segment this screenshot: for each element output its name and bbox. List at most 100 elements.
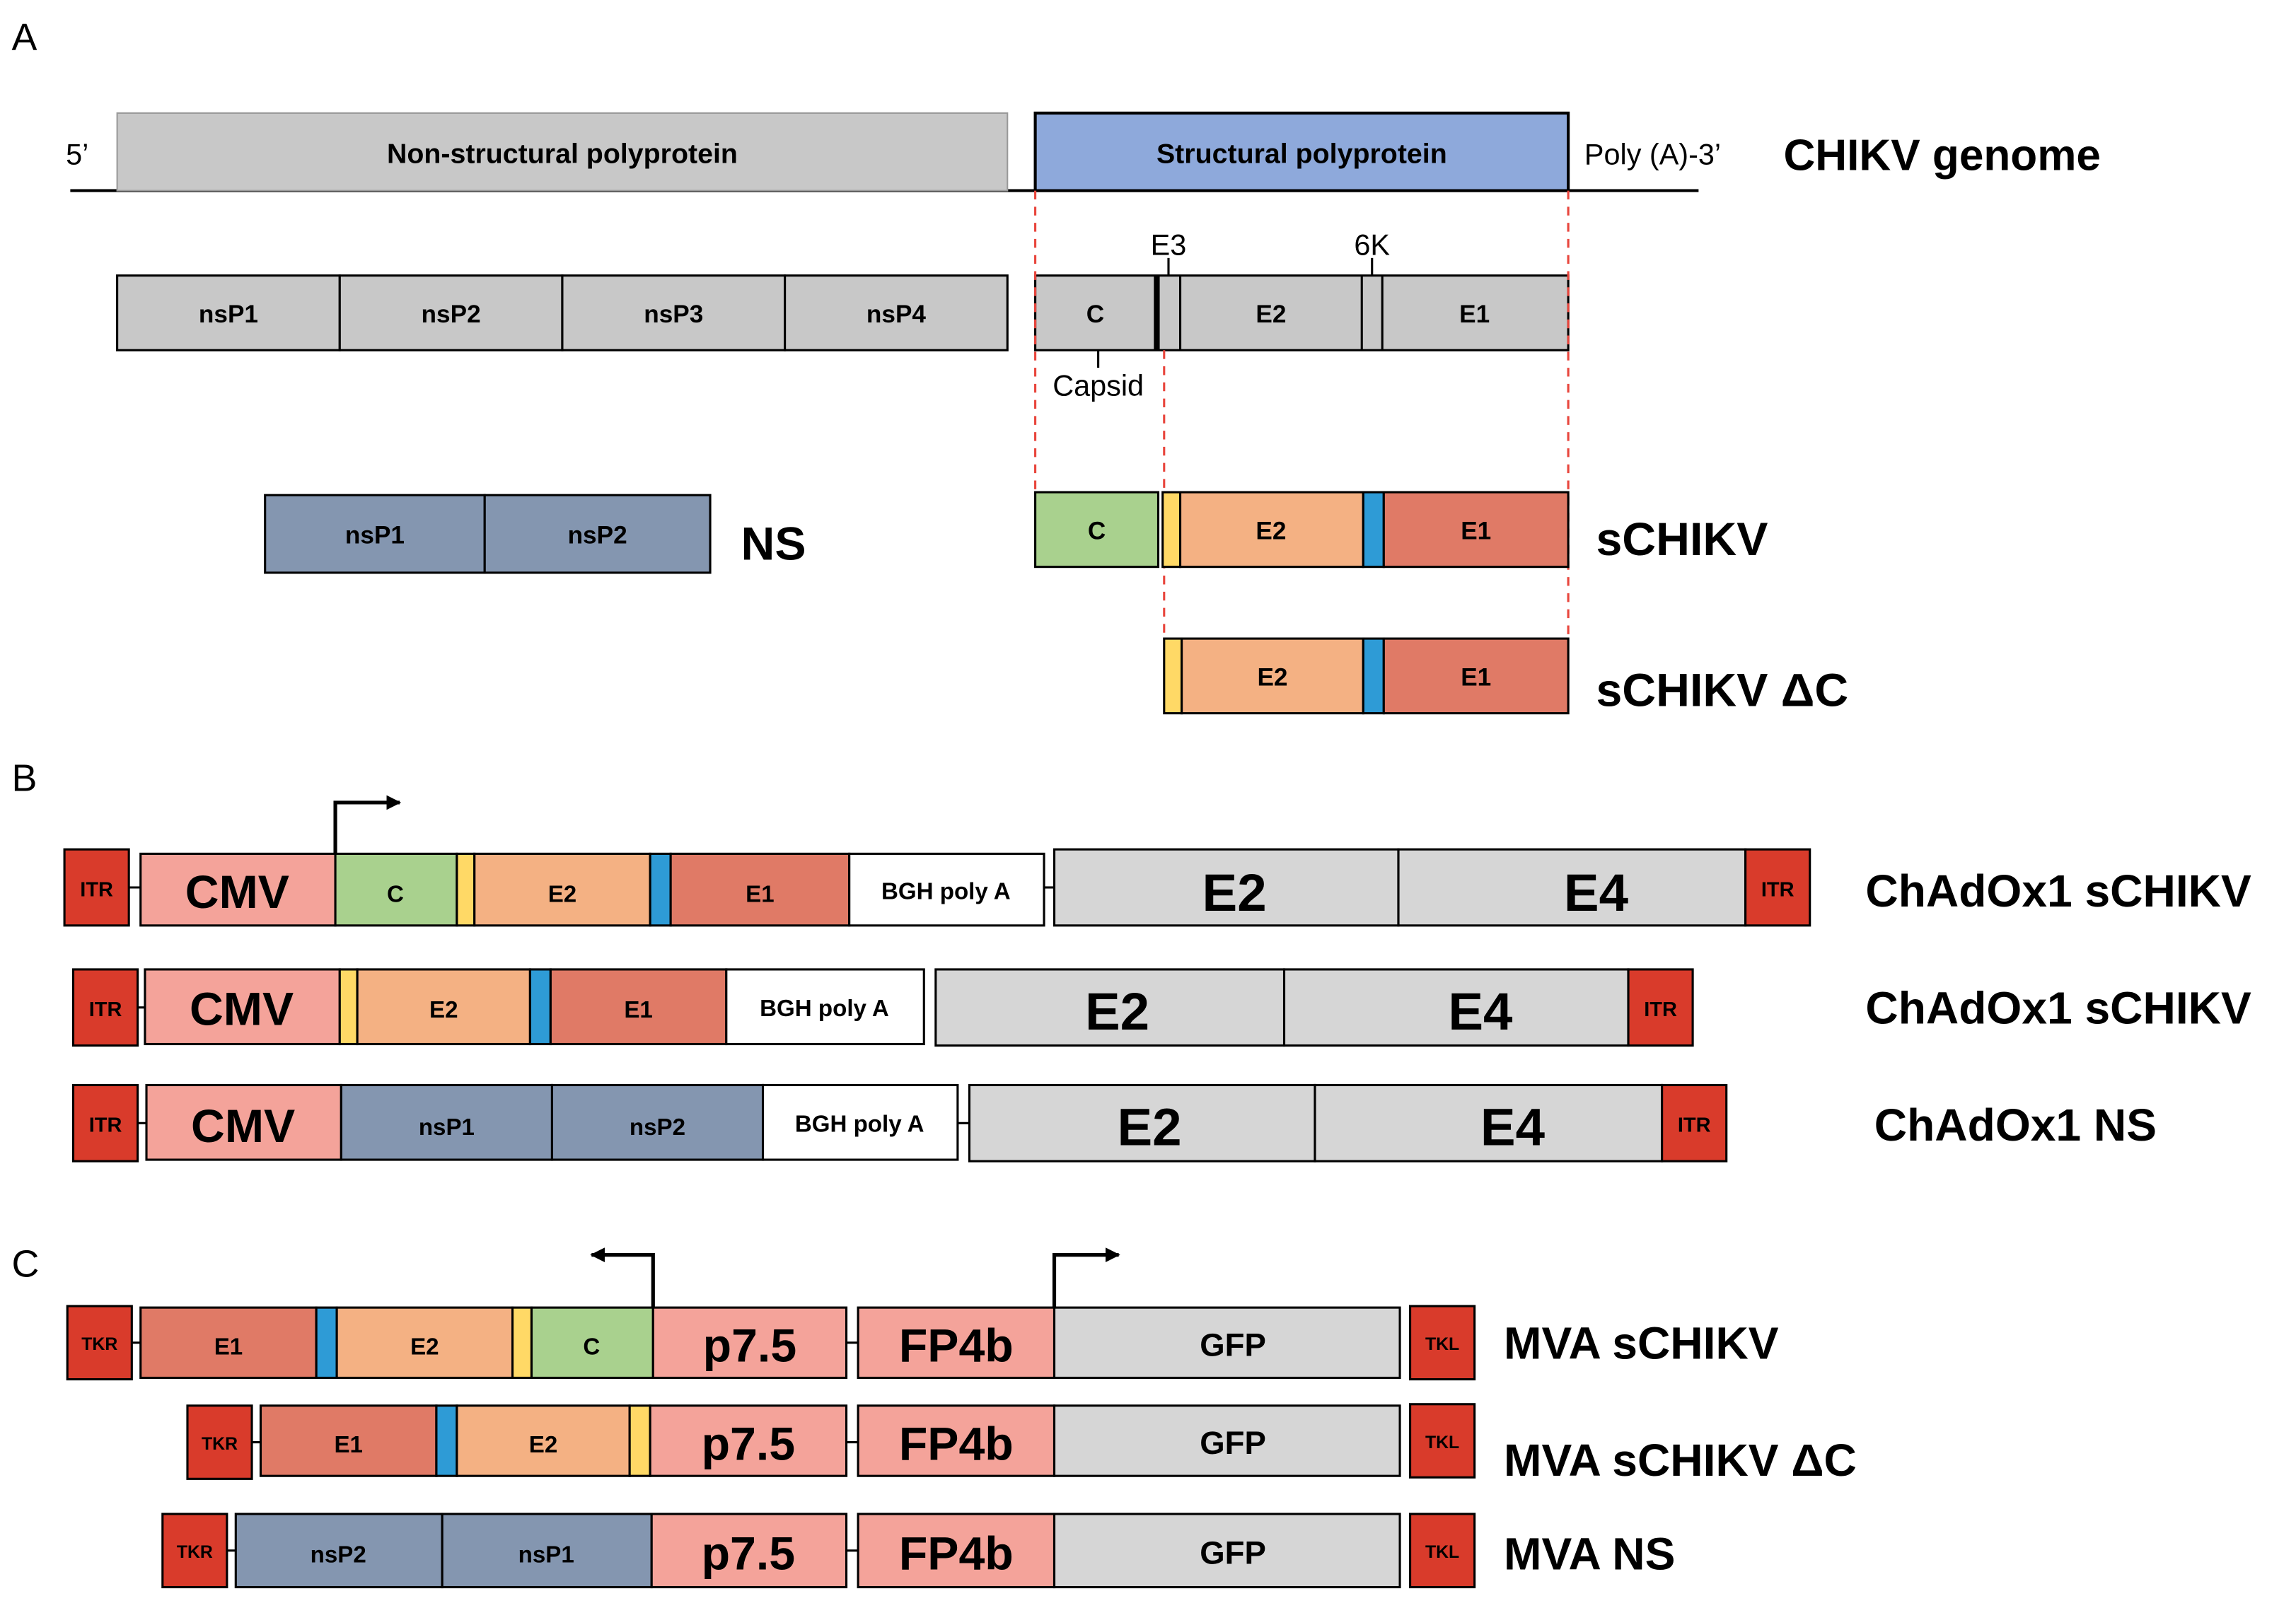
ns-construct-nsp2-label: nsP2 <box>568 522 627 549</box>
tkr-label: TKR <box>202 1435 238 1454</box>
nonstructural-polyprotein-label: Non-structural polyprotein <box>387 138 738 169</box>
tkr-label: TKR <box>177 1543 213 1562</box>
itr-left-box <box>71 968 139 1047</box>
panel-a: A 5’ Non-structural polyprotein Structur… <box>12 16 2101 716</box>
panel-c-label: C <box>12 1243 40 1286</box>
schikv-dc-e2-label: E2 <box>1257 663 1287 691</box>
c-label: C <box>387 882 404 908</box>
panel-a-label: A <box>12 16 37 59</box>
itr-left-label: ITR <box>80 878 113 901</box>
nsp1-label: nsP1 <box>199 301 258 328</box>
ns-construct-nsp1-label: nsP1 <box>345 522 405 549</box>
chadox1-ns-construct: ITR CMV nsP1 nsP2 BGH poly A E2 E4 ITR C… <box>71 1083 2157 1163</box>
p75-promoter-label: p7.5 <box>702 1528 796 1580</box>
e1-antigen-label: E1 <box>214 1334 243 1360</box>
tkl-label: TKL <box>1425 1335 1459 1354</box>
itr-left-box <box>71 1083 139 1163</box>
ns-construct-name: NS <box>741 518 806 570</box>
chadox1-schikv-construct: ITR CMV C E2 E1 BGH poly A E2 E4 ITR ChA… <box>63 795 2251 927</box>
e2-antigen-label: E2 <box>529 1432 558 1458</box>
nsp1-antigen-label: nsP1 <box>419 1114 475 1141</box>
gfp-label: GFP <box>1200 1425 1266 1461</box>
e1-antigen-box <box>139 1306 318 1380</box>
five-prime-label: 5’ <box>66 138 88 170</box>
e2-antigen-box <box>473 852 651 927</box>
mva-schikv-dc-construct: TKR E1 E2 p7.5 FP4b GFP TKL MVA sCHIKV Δ… <box>186 1403 1857 1486</box>
bgh-polya-box <box>725 968 925 1046</box>
tkl-box <box>1409 1403 1476 1479</box>
tkl-box <box>1409 1305 1476 1381</box>
nsp2-antigen-box <box>550 1083 765 1161</box>
mva-schikv-construct: TKR E1 E2 C p7.5 FP4b GFP TKL MVA sCHIKV <box>66 1247 1779 1381</box>
schikv-dc-name: sCHIKV ΔC <box>1596 664 1848 716</box>
tkl-label: TKL <box>1425 1433 1459 1452</box>
e3-box <box>628 1404 651 1477</box>
p75-promoter-arrow <box>590 1247 655 1308</box>
adenovirus-e2-label: E2 <box>1085 982 1149 1041</box>
tkr-box <box>161 1513 228 1589</box>
panel-b-label: B <box>12 757 37 799</box>
p75-promoter-label: p7.5 <box>702 1418 796 1470</box>
nonstructural-polyprotein-box <box>116 112 1009 192</box>
bgh-polya-label: BGH poly A <box>795 1112 924 1138</box>
c-label: C <box>583 1334 600 1360</box>
e2-antigen-label: E2 <box>410 1334 439 1360</box>
6k-box <box>435 1404 458 1477</box>
structural-row-box <box>1034 274 1570 351</box>
adenovirus-e2-box <box>968 1083 1316 1163</box>
bgh-polya-label: BGH poly A <box>760 996 889 1022</box>
p75-promoter-label: p7.5 <box>703 1320 797 1373</box>
e2-antigen-box <box>335 1306 514 1380</box>
6k-box <box>315 1306 338 1380</box>
schikv-dc-e3-box <box>1163 637 1183 715</box>
gfp-box <box>1053 1306 1401 1380</box>
fp4b-promoter-label: FP4b <box>899 1418 1014 1470</box>
construct-name: ChAdOx1 sCHIKV <box>1865 866 2251 916</box>
itr-right-label: ITR <box>1761 878 1795 901</box>
fp4b-promoter-label: FP4b <box>899 1320 1014 1373</box>
c-box <box>334 852 458 927</box>
e1-antigen-label: E1 <box>624 997 653 1023</box>
cmv-promoter-box <box>139 852 337 927</box>
tkl-label: TKL <box>1425 1543 1459 1562</box>
bgh-polya-label: BGH poly A <box>881 879 1011 905</box>
itr-right-box <box>1627 968 1694 1047</box>
fp4b-promoter-box <box>857 1513 1056 1589</box>
panel-b: B ITR CMV C E2 E1 BGH poly A E2 E4 ITR <box>12 757 2251 1163</box>
bgh-polya-box <box>848 852 1045 927</box>
p75-promoter-box <box>649 1404 848 1477</box>
itr-right-label: ITR <box>1678 1114 1711 1137</box>
chadox1-schikv-dc-construct: ITR CMV E2 E1 BGH poly A E2 E4 ITR ChAdO… <box>71 968 2251 1047</box>
nsp1-box <box>116 274 341 351</box>
gfp-box <box>1053 1513 1401 1589</box>
itr-right-label: ITR <box>1644 998 1677 1021</box>
nsp2-antigen-label: nsP2 <box>630 1114 685 1141</box>
construct-name: MVA sCHIKV <box>1504 1318 1779 1369</box>
mva-ns-construct: TKR nsP2 nsP1 p7.5 FP4b GFP TKL MVA NS <box>161 1513 1675 1589</box>
adenovirus-e2-label: E2 <box>1202 863 1267 922</box>
e2-antigen-label: E2 <box>548 882 577 908</box>
construct-name: ChAdOx1 NS <box>1874 1100 2157 1150</box>
capsid-c-label: C <box>1086 301 1104 328</box>
schikv-dc-e2-box <box>1181 637 1364 715</box>
structural-polyprotein-box <box>1033 111 1570 192</box>
e1-label: E1 <box>1459 301 1490 328</box>
tkr-box <box>186 1404 253 1480</box>
schikv-c-box <box>1034 491 1160 569</box>
construct-name: MVA sCHIKV ΔC <box>1504 1435 1857 1486</box>
c-box <box>530 1306 654 1380</box>
ns-construct-nsp2 <box>483 494 712 574</box>
e2-label: E2 <box>1256 301 1286 328</box>
adenovirus-e4-box <box>1282 968 1630 1047</box>
fp4b-promoter-arrow <box>1052 1247 1120 1308</box>
e2-antigen-box <box>456 1404 631 1477</box>
itr-right-box <box>1661 1083 1728 1163</box>
tkr-label: TKR <box>81 1335 117 1354</box>
promoter-arrow <box>333 795 402 854</box>
adenovirus-e4-label: E4 <box>1448 982 1513 1041</box>
nsp2-antigen-label: nsP2 <box>311 1542 366 1568</box>
e1-antigen-box <box>669 852 851 927</box>
e1-antigen-label: E1 <box>746 882 775 908</box>
nsp1-antigen-label: nsP1 <box>518 1542 574 1568</box>
e3-annotation: E3 <box>1151 229 1187 262</box>
